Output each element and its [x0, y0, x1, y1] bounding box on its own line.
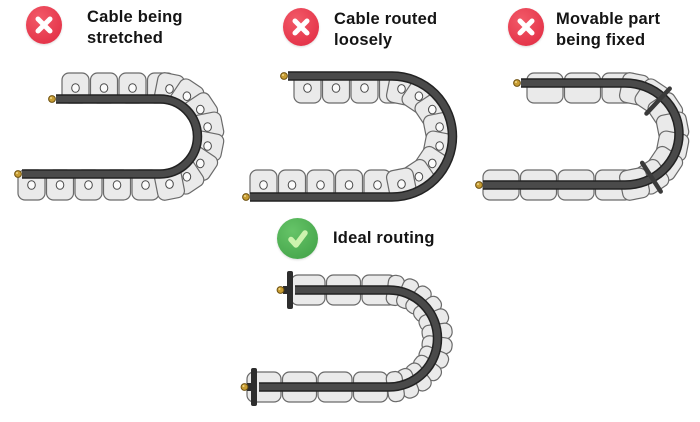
caption-line: Ideal routing [333, 229, 435, 247]
x-glyph [35, 16, 53, 34]
figure-caption: Ideal routing [333, 228, 435, 249]
chain-illustration-cable-stretched [14, 72, 225, 201]
figure-caption: Cable routed loosely [334, 9, 437, 51]
caption-line: Cable being [87, 8, 183, 26]
error-x-icon [283, 8, 319, 46]
chain-illustration-movable-part-fixed [475, 72, 690, 201]
error-x-icon [508, 8, 544, 46]
chain-illustration-ideal-routing [240, 271, 453, 406]
check-glyph [287, 229, 308, 248]
figure-label-movable-part-fixed: Movable part being fixed [508, 8, 660, 51]
figure-label-cable-stretched: Cable being stretched [26, 6, 183, 49]
figure-caption: Movable part being fixed [556, 9, 660, 51]
caption-line: loosely [334, 31, 393, 49]
caption-line: Movable part [556, 10, 661, 28]
check-icon [277, 218, 318, 259]
caption-line: Cable routed [334, 10, 438, 28]
figure-label-cable-loose: Cable routed loosely [283, 8, 437, 51]
x-glyph [517, 18, 535, 36]
figure-caption: Cable being stretched [87, 7, 183, 49]
caption-line: being fixed [556, 31, 646, 49]
caption-line: stretched [87, 29, 164, 47]
chain-illustration-cable-loose [242, 71, 458, 202]
x-glyph [292, 18, 310, 36]
figure-label-ideal-routing: Ideal routing [277, 218, 435, 259]
error-x-icon [26, 6, 62, 44]
